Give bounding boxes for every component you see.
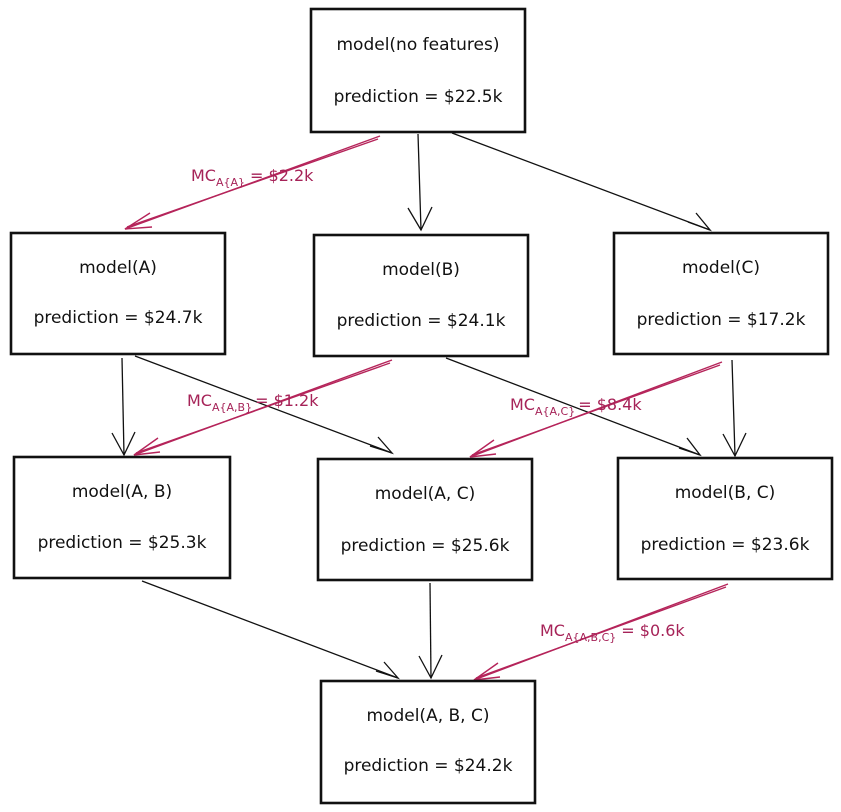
node-a-prediction: prediction = $24.7k xyxy=(34,308,203,328)
mc-label-ab: MCA{A,B}= $1.2k xyxy=(187,391,319,414)
node-c-prediction: prediction = $17.2k xyxy=(637,310,806,330)
mc-label-ab-subscript: A{A,B} xyxy=(212,401,252,414)
mc-label-abc: MCA{A,B,C} = $0.6k xyxy=(540,621,685,644)
node-ab-prediction: prediction = $25.3k xyxy=(38,533,207,553)
node-root-title: model(no features) xyxy=(336,35,499,55)
node-b-prediction: prediction = $24.1k xyxy=(337,311,506,331)
mc-label-abc-prefix: MC xyxy=(540,621,565,640)
edge-b-bc xyxy=(445,357,702,457)
mc-label-a-value: = $2.2k xyxy=(250,166,314,185)
mc-edge-c-ac xyxy=(469,361,723,458)
node-bc-title: model(B, C) xyxy=(675,483,776,503)
node-ac-prediction: prediction = $25.6k xyxy=(341,536,510,556)
mc-label-a-prefix: MC xyxy=(191,166,216,185)
node-ac: model(A, C) prediction = $25.6k xyxy=(316,457,534,582)
edges xyxy=(111,132,747,680)
mc-label-ab-value: = $1.2k xyxy=(255,391,319,410)
node-root: model(no features) prediction = $22.5k xyxy=(309,7,527,134)
mc-label-a-subscript: A{A} xyxy=(216,176,245,189)
mc-label-ac: MCA{A,C}= $8.4k xyxy=(510,395,642,418)
node-b: model(B) prediction = $24.1k xyxy=(312,233,530,358)
edge-root-b xyxy=(407,133,433,232)
node-abc: model(A, B, C) prediction = $24.2k xyxy=(319,679,537,805)
edge-ab-abc xyxy=(141,580,401,680)
mc-label-abc-value: = $0.6k xyxy=(621,621,685,640)
marginal-edges xyxy=(124,135,729,681)
node-ab: model(A, B) prediction = $25.3k xyxy=(12,455,232,580)
node-ac-title: model(A, C) xyxy=(375,484,476,504)
edge-a-ab xyxy=(111,357,136,457)
edge-ac-abc xyxy=(418,582,443,680)
node-ab-title: model(A, B) xyxy=(72,482,172,502)
edge-root-c xyxy=(451,132,713,232)
mc-label-abc-subscript: A{A,B,C} xyxy=(565,631,616,644)
edge-a-ac xyxy=(134,355,395,455)
node-bc: model(B, C) prediction = $23.6k xyxy=(616,456,834,581)
mc-label-ac-value: = $8.4k xyxy=(578,395,642,414)
mc-label-a: MCA{A} = $2.2k xyxy=(191,166,314,189)
marginal-labels: MCA{A}= $2.2k MCA{A,B}= $1.2k MCA{A,C}= … xyxy=(187,166,685,644)
mc-edge-root-a xyxy=(124,135,381,230)
mc-label-ac-subscript: A{A,C} xyxy=(535,405,575,418)
mc-edge-b-ab xyxy=(133,359,393,456)
node-a: model(A) prediction = $24.7k xyxy=(9,231,227,356)
node-abc-prediction: prediction = $24.2k xyxy=(344,756,513,776)
mc-label-ab-prefix: MC xyxy=(187,391,212,410)
mc-label-ac-prefix: MC xyxy=(510,395,535,414)
node-b-title: model(B) xyxy=(382,260,460,280)
node-c-title: model(C) xyxy=(682,258,760,278)
node-root-prediction: prediction = $22.5k xyxy=(334,87,503,107)
node-a-title: model(A) xyxy=(79,258,157,278)
edge-c-bc xyxy=(722,359,747,458)
node-abc-title: model(A, B, C) xyxy=(367,706,490,726)
node-c: model(C) prediction = $17.2k xyxy=(612,231,830,356)
node-bc-prediction: prediction = $23.6k xyxy=(641,535,810,555)
